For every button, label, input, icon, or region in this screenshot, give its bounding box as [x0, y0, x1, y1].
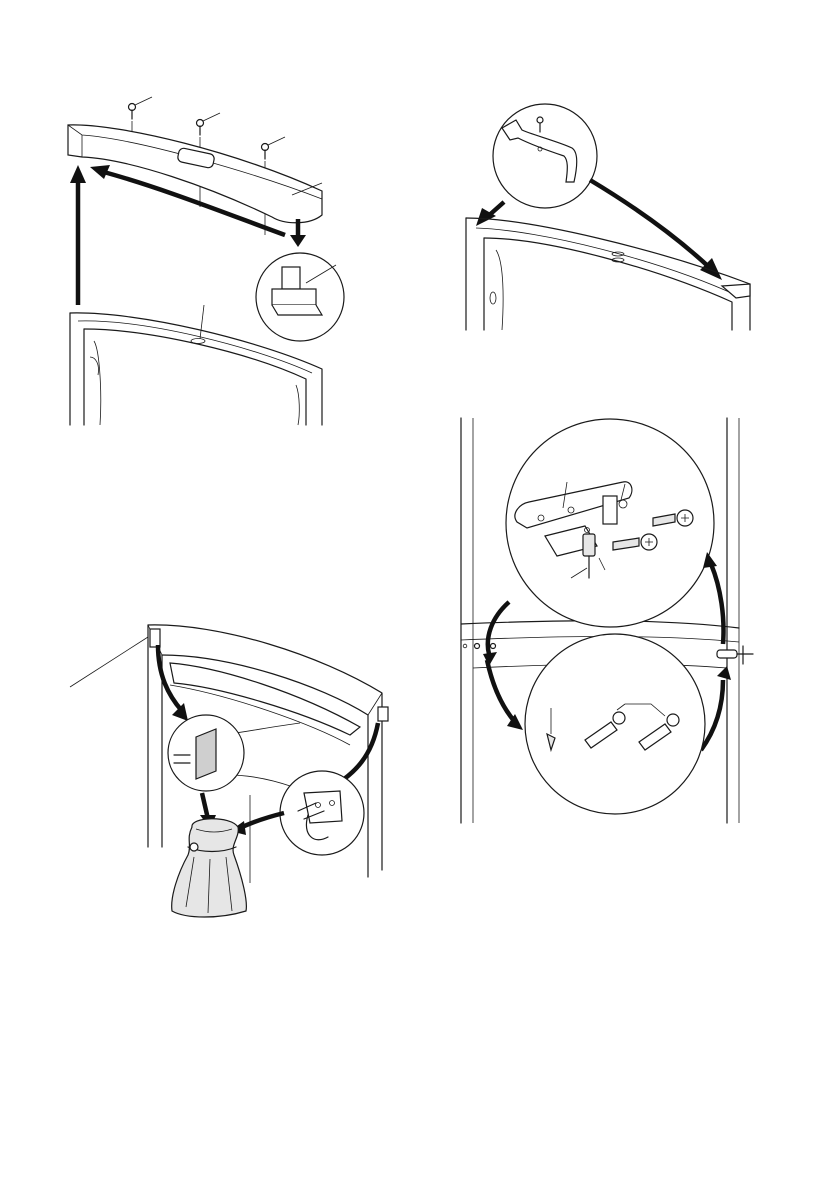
hinge-cap-move-illustration [460, 100, 760, 332]
cover-plug-detail [168, 715, 244, 791]
hinge-plate-detail [506, 419, 714, 627]
hole-plugs-detail [525, 634, 705, 814]
door-frame [466, 218, 750, 330]
figure-move-hinge-cap [460, 100, 760, 332]
figure-remove-top-cover [60, 95, 360, 425]
top-cover-illustration [60, 95, 360, 425]
screw-icon [262, 137, 286, 159]
bracket-detail [280, 771, 364, 855]
middle-hinge-illustration [455, 418, 765, 823]
cabinet-top-illustration [70, 615, 400, 920]
figure-remove-cover-and-bracket [70, 615, 400, 920]
hinge-cap-detail [256, 253, 344, 341]
screw-icon [129, 97, 153, 119]
figure-middle-hinge-swap [455, 418, 765, 823]
screw-icon [197, 113, 221, 135]
hinge-cap-detail [493, 104, 597, 208]
bag-icon [172, 819, 247, 917]
